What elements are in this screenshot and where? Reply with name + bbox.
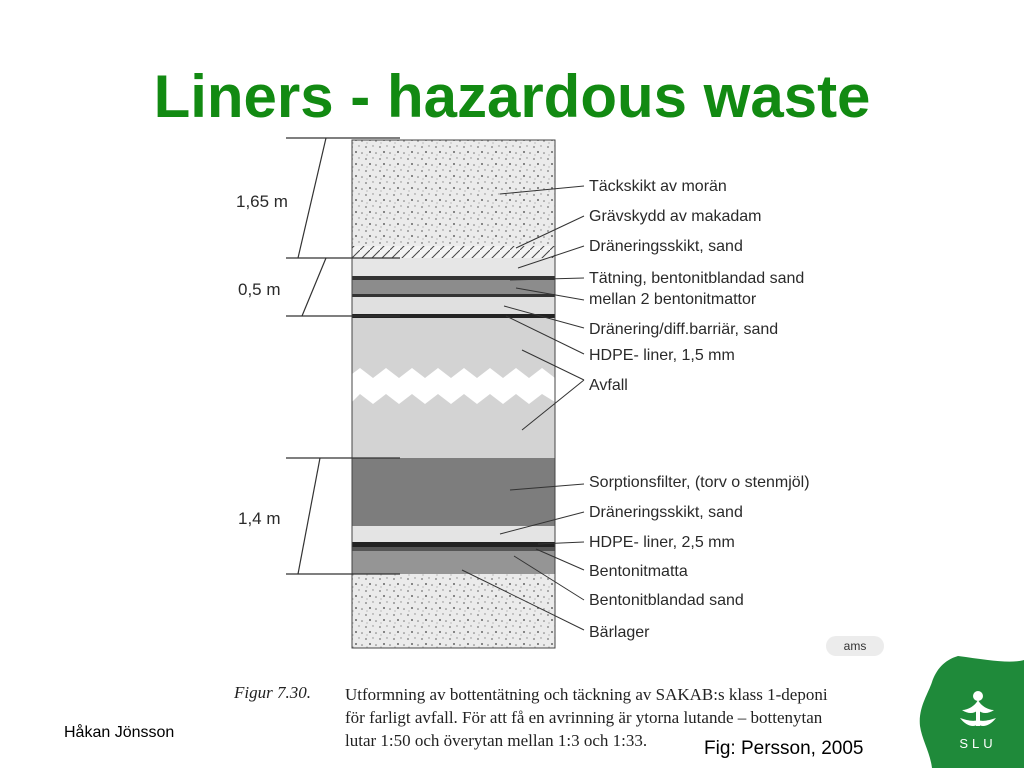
- leader-lines: [461, 185, 585, 631]
- dimension-lines: [286, 137, 400, 575]
- layer-sorption-filter: [352, 458, 555, 526]
- label-base-course: Bärlager: [589, 624, 650, 641]
- layer-gravel-protection: [352, 246, 555, 258]
- layer-hdpe-liner-upper: [352, 314, 555, 318]
- layer-bentonite-sand: [352, 551, 555, 574]
- layer-bentonite-sand-seal: [352, 280, 555, 294]
- label-drainage-sand-top: Dräneringsskikt, sand: [589, 238, 743, 255]
- layer-drainage-sand-top: [352, 258, 555, 276]
- figure-caption-label: Figur 7.30.: [234, 683, 311, 702]
- layer-waste-lower: [352, 394, 555, 458]
- label-bentonite-seal: Tätning, bentonitblandad sand: [589, 270, 804, 287]
- label-sorption-filter: Sorptionsfilter, (torv o stenmjöl): [589, 474, 810, 491]
- dimension-label-cover: 1,65 m: [236, 192, 288, 211]
- dimension-label-bottom: 1,4 m: [238, 509, 281, 528]
- slide-title: Liners - hazardous waste: [153, 63, 871, 130]
- dimension-label-seal: 0,5 m: [238, 280, 281, 299]
- slu-logo: SLU: [919, 656, 1024, 768]
- label-drainage-diffusion-barrier: Dränering/diff.barriär, sand: [589, 321, 778, 338]
- ams-watermark: ams: [826, 636, 884, 656]
- label-bentonite-sand: Bentonitblandad sand: [589, 592, 744, 609]
- label-cover-moraine: Täckskikt av morän: [589, 178, 727, 195]
- author-name: Håkan Jönsson: [64, 724, 175, 741]
- layer-column: [351, 139, 556, 649]
- label-drainage-sand-bottom: Dräneringsskikt, sand: [589, 504, 743, 521]
- label-waste: Avfall: [589, 377, 628, 394]
- layer-top-moraine: [352, 140, 555, 246]
- layer-base-course: [352, 574, 555, 648]
- label-bentonite-mats: mellan 2 bentonitmattor: [589, 291, 757, 308]
- label-hdpe-liner-lower: HDPE- liner, 2,5 mm: [589, 534, 735, 551]
- figure-caption: Utformning av bottentätning och täckning…: [345, 683, 885, 752]
- caption-line: lutar 1:50 och överytan mellan 1:3 och 1…: [345, 731, 648, 750]
- layer-bentonite-mat-lower: [352, 294, 555, 297]
- label-gravel-protection: Grävskydd av makadam: [589, 208, 762, 225]
- label-hdpe-liner-upper: HDPE- liner, 1,5 mm: [589, 347, 735, 364]
- layer-hdpe-liner-lower: [352, 542, 555, 547]
- figure-source: Fig: Persson, 2005: [704, 738, 864, 759]
- layer-drainage-sand-bottom: [352, 526, 555, 542]
- layer-drainage-diffusion-barrier: [352, 297, 555, 314]
- label-bentonite-mat: Bentonitmatta: [589, 563, 688, 580]
- slu-logo-text: SLU: [959, 736, 996, 751]
- layer-waste-upper: [352, 318, 555, 378]
- caption-line: Utformning av bottentätning och täckning…: [345, 685, 828, 704]
- layer-bentonite-mat: [352, 547, 555, 551]
- caption-line: för farligt avfall. För att få en avrinn…: [345, 708, 823, 727]
- layer-bentonite-mat-upper: [352, 276, 555, 280]
